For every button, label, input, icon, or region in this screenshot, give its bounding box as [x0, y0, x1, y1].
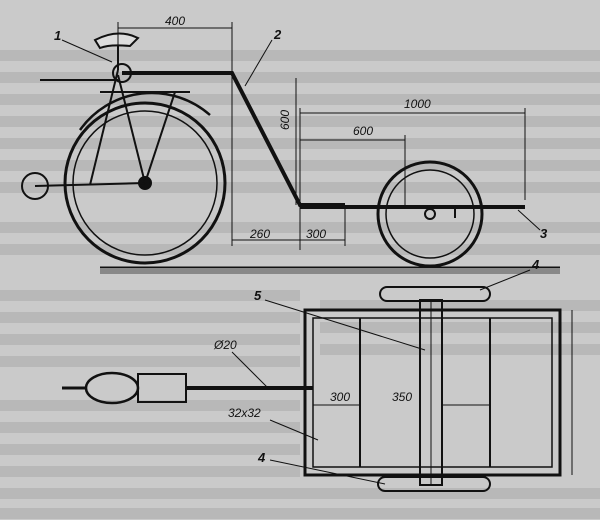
- leader-32: [269, 419, 319, 441]
- background-text-line: [0, 312, 300, 323]
- leader-1: [61, 39, 113, 63]
- background-text-line: [0, 50, 600, 61]
- bicycle-rear-wheel-inner: [72, 110, 218, 256]
- bicycle-rack-strut: [144, 91, 176, 184]
- dim-1000: 1000: [404, 97, 431, 111]
- bicycle-chain-stay: [34, 182, 146, 187]
- bicycle-seat-tube: [89, 69, 119, 186]
- background-text-line: [0, 422, 300, 433]
- part-label-4-top: 4: [532, 257, 540, 272]
- side-view: [21, 32, 560, 274]
- part-label-2: 2: [274, 27, 282, 42]
- dim-300-plan: 300: [330, 390, 351, 404]
- part-label-5: 5: [254, 288, 262, 303]
- background-text-line: [0, 466, 300, 477]
- background-text-line: [0, 334, 300, 345]
- bicycle-saddle: [93, 32, 140, 50]
- plan-view: [62, 269, 573, 492]
- leader-5: [264, 299, 426, 351]
- leader-2: [244, 39, 273, 87]
- part-label-3: 3: [540, 226, 548, 241]
- leader-3: [517, 209, 541, 231]
- part-label-1: 1: [54, 28, 62, 43]
- plan-bicycle-saddle: [84, 371, 140, 405]
- trailer-frame-outer: [303, 308, 562, 477]
- ground-hatch: [100, 268, 560, 274]
- background-text-line: [320, 344, 600, 355]
- leader-4-bottom: [269, 459, 386, 485]
- background-text-line: [0, 444, 300, 455]
- background-text-line: [0, 72, 600, 83]
- trailer-wheel: [376, 160, 484, 268]
- dim-32x32: 32x32: [228, 406, 261, 420]
- dim-600-vertical: 600: [278, 109, 292, 130]
- trailer-wheel-inner: [385, 169, 475, 259]
- trailer-wheel-bottom: [377, 476, 491, 492]
- dim-400: 400: [165, 14, 186, 28]
- bicycle-rear-wheel: [63, 101, 227, 265]
- trailer-wheel-top: [379, 286, 491, 302]
- background-text-line: [320, 322, 600, 333]
- background-text-line: [0, 356, 300, 367]
- background-text-line: [0, 290, 300, 301]
- part-label-4-bottom: 4: [258, 450, 266, 465]
- leader-20: [231, 351, 269, 389]
- background-text-line: [0, 508, 600, 519]
- dim-600-top: 600: [353, 124, 374, 138]
- dim-300-side: 300: [306, 227, 327, 241]
- dim-350: 350: [392, 390, 413, 404]
- background-text-line: [0, 488, 600, 499]
- plan-bicycle-rack: [137, 373, 187, 403]
- background-text-line: [0, 94, 600, 105]
- dim-diameter-20: Ø20: [214, 338, 237, 352]
- background-text-line: [0, 400, 300, 411]
- side-view-dimension-lines: [61, 22, 541, 250]
- leader-4-top: [479, 269, 531, 291]
- bicycle-fender: [78, 91, 211, 131]
- trailer-frame-inner: [312, 317, 553, 468]
- trailer-hub: [424, 208, 436, 220]
- dim-260: 260: [250, 227, 271, 241]
- background-text-line: [320, 300, 600, 311]
